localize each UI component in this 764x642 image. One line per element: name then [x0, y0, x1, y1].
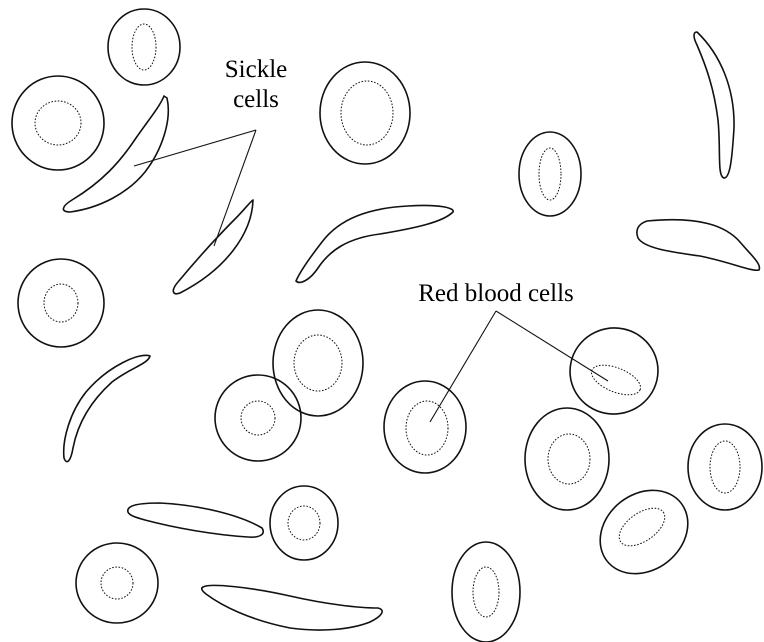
red-blood-cells-leader	[430, 311, 608, 422]
sickle-cell	[202, 585, 382, 630]
red-blood-cell	[384, 381, 466, 473]
sickle-cell	[296, 205, 453, 282]
red-blood-cell	[452, 542, 520, 642]
sickle-cell	[128, 503, 263, 537]
red-blood-cell	[108, 9, 180, 85]
sickle-cell	[64, 355, 150, 461]
red-blood-cell	[12, 76, 104, 170]
red-blood-cell	[519, 132, 581, 216]
red-blood-cell	[215, 375, 301, 461]
red-blood-cell	[525, 408, 609, 510]
red-blood-cell	[563, 321, 665, 421]
red-blood-cell	[270, 486, 338, 560]
red-blood-cells-label: Red blood cells	[418, 280, 574, 307]
sickle-cells-leader	[134, 130, 256, 246]
red-blood-cell	[688, 424, 762, 510]
red-blood-cell	[320, 62, 410, 164]
sickle-cells-label-line1: Sickle	[225, 56, 288, 83]
sickle-cell	[63, 96, 168, 212]
sickle-cell	[637, 220, 760, 271]
sickle-cells-label-line2: cells	[233, 86, 279, 113]
red-blood-cell	[584, 473, 705, 591]
sickle-cell	[173, 200, 253, 294]
sickle-cell	[694, 32, 734, 178]
red-blood-cell	[273, 310, 363, 416]
red-blood-cell	[18, 259, 104, 347]
red-blood-cell	[76, 543, 158, 623]
